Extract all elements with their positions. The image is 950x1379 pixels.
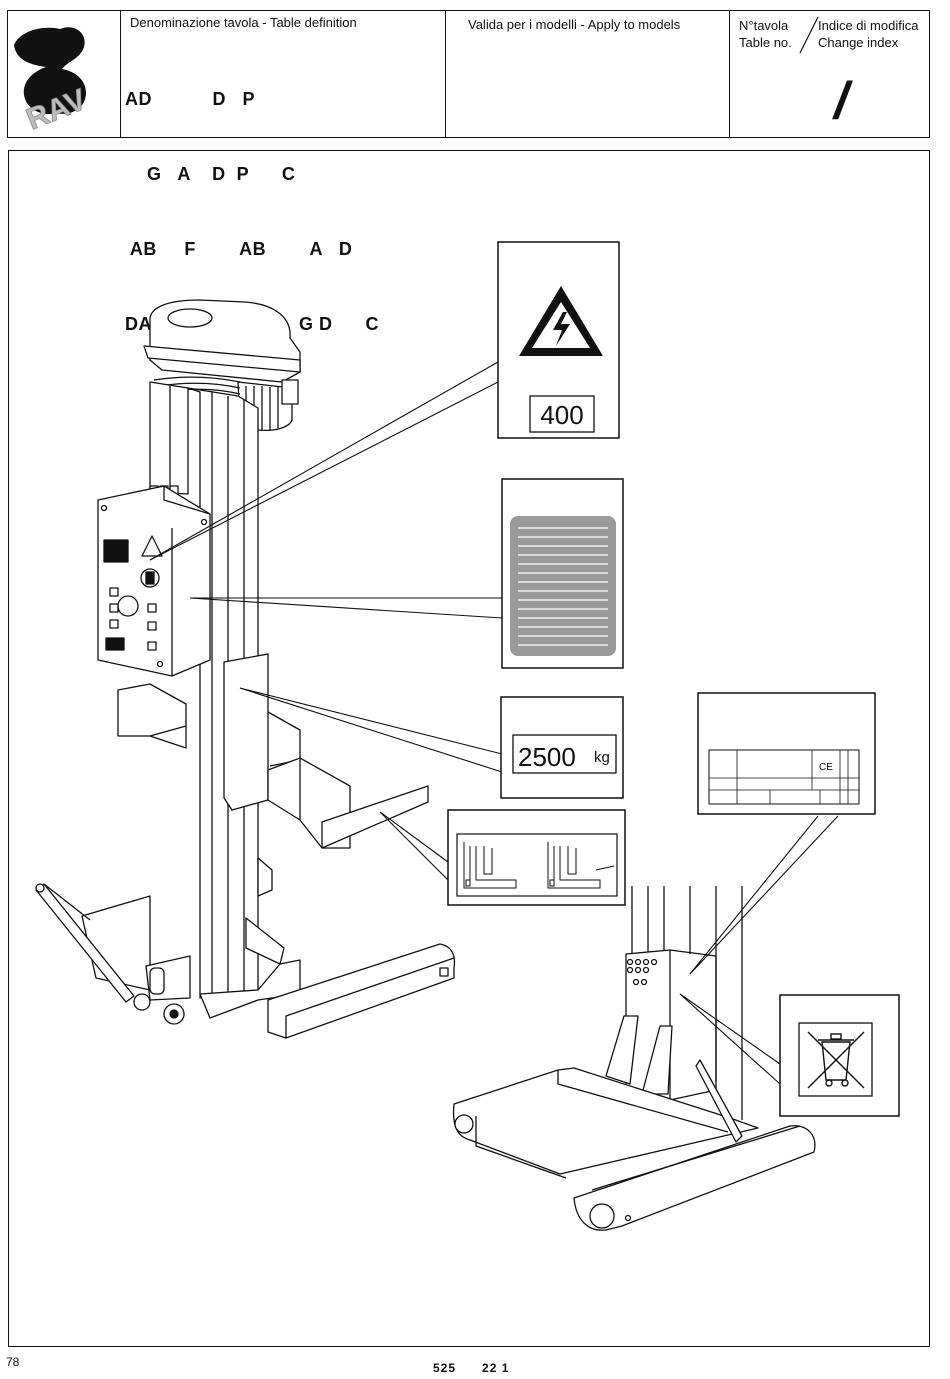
slash-divider-icon	[799, 16, 819, 54]
title-block: RAV Denominazione tavola - Table definit…	[7, 10, 930, 334]
wheel	[454, 1114, 474, 1134]
secondary-gusset	[605, 1015, 639, 1085]
carriage	[223, 653, 269, 811]
wheel	[133, 993, 151, 1011]
ce-mark-icon: CE	[819, 762, 833, 773]
secondary-gusset	[641, 1025, 673, 1095]
secondary-handle	[695, 1059, 743, 1143]
drawing-frame	[8, 150, 930, 1347]
motor-terminal	[281, 379, 299, 405]
fork-position-label	[447, 809, 626, 906]
secondary-base	[452, 1067, 759, 1175]
cable-duct	[149, 381, 189, 495]
code-line: AB F AB A D	[125, 239, 353, 259]
table-no-it: N°tavola	[739, 18, 789, 33]
divider	[445, 11, 446, 137]
code-line: AD D P	[125, 89, 256, 109]
motor-plate	[143, 345, 301, 373]
control-knob	[117, 595, 139, 617]
handle-bracket	[117, 683, 187, 749]
base-gusset	[245, 917, 285, 965]
fork-blade	[321, 785, 429, 849]
change-index-value: /	[834, 72, 849, 130]
change-index-it: Indice di modifica	[818, 18, 919, 33]
page-number: 78	[6, 1355, 20, 1369]
base-plate	[199, 959, 301, 1019]
data-plate-label: CE	[697, 692, 876, 815]
divider	[120, 11, 121, 137]
divider	[729, 11, 730, 137]
models-label: Valida per i modelli - Apply to models	[468, 17, 681, 32]
model-codes: AD D P G A D P C AB F AB A D DA G A G D …	[125, 37, 379, 387]
disposal-label	[779, 994, 900, 1117]
electrical-hazard-label: 400	[497, 241, 620, 439]
voltage-value: 400	[540, 400, 583, 430]
change-index-en: Change index	[818, 35, 899, 50]
change-index-label: Indice di modifica Change index	[818, 17, 918, 51]
capacity-unit: kg	[594, 749, 610, 766]
crossed-bin-icon	[807, 1031, 865, 1089]
secondary-front-leg	[573, 1125, 816, 1231]
table-definition-label: Denominazione tavola - Table definition	[130, 15, 357, 30]
base-front-leg	[267, 943, 456, 1039]
table-no-en: Table no.	[739, 35, 792, 50]
document-code: 525 22 1	[433, 1361, 510, 1375]
rav-logo-icon: RAV	[14, 27, 91, 131]
motor-cap	[167, 308, 213, 328]
wheel	[589, 1203, 615, 1229]
hazard-sticker	[141, 535, 163, 557]
capacity-value: 2500	[518, 742, 576, 772]
capacity-label: 2500 kg	[500, 696, 624, 799]
instruction-label	[501, 478, 624, 669]
code-line: G A D P C	[125, 164, 296, 184]
control-display	[103, 539, 129, 563]
instruction-text-block	[510, 516, 616, 656]
table-number-label: N°tavola Table no.	[739, 17, 792, 51]
rear-buffer	[257, 857, 273, 897]
